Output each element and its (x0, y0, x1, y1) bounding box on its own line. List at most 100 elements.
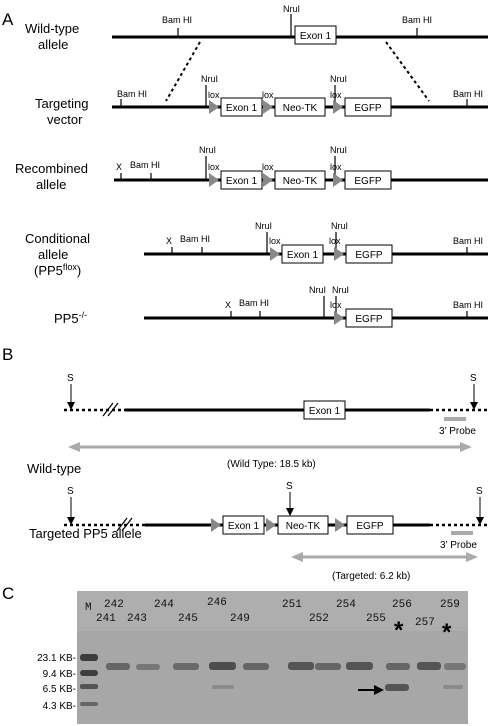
loxp-site (334, 311, 344, 325)
nrui-label: NruI (201, 74, 218, 84)
row-label: allele (38, 247, 68, 262)
bamhi-label: Bam HI (130, 160, 160, 170)
wt-band (173, 663, 199, 670)
lox-label: lox (269, 236, 281, 246)
exon1-box (222, 515, 265, 535)
lane-labels-bottom: 241 243 245 249 252 255 257 (96, 613, 435, 629)
nrui-label: NruI (199, 145, 216, 155)
size-label: 6.5 KB- (43, 684, 76, 695)
targeted-band (212, 685, 234, 689)
sac-arrowhead (67, 402, 75, 410)
asterisk-mark: * (394, 617, 404, 644)
row-label: allele (36, 177, 66, 192)
marker-lane-label: M (85, 602, 92, 614)
size-labels: 23.1 KB- 9.4 KB- 6.5 KB- 4.3 KB- (37, 653, 76, 712)
targeted-label: Targeted PP5 allele (29, 526, 142, 541)
targeted-size-label: (Targeted: 6.2 kb) (332, 571, 410, 582)
x-label: X (116, 162, 122, 172)
break-mark (102, 402, 114, 417)
null-allele-row: PP5-/- X Bam HI NruI NruI lox EGFP Bam H… (54, 285, 488, 328)
sac-site-label: S (286, 481, 293, 492)
wild-type-southern-map: S Exon 1 S 3’ Probe (Wild Type: 18.5 kb)… (27, 373, 490, 476)
probe-label: 3’ Probe (440, 540, 477, 551)
loxp-site (335, 518, 345, 532)
sac-arrowhead (476, 517, 484, 525)
marker-band (80, 702, 98, 706)
lane-label: 252 (309, 613, 329, 625)
wt-band (209, 662, 236, 670)
lane-label: 255 (366, 613, 386, 625)
marker-band (80, 654, 98, 661)
egfp-box (345, 308, 393, 328)
span-arrowhead (466, 552, 478, 562)
wt-band (444, 663, 466, 670)
bamhi-label: Bam HI (180, 234, 210, 244)
targeting-vector-row: Targeting vector Bam HI NruI lox Exon 1 … (35, 74, 488, 127)
break-mark (107, 402, 119, 417)
wt-band (315, 663, 341, 670)
neo-tk-label: Neo-TK (283, 103, 318, 114)
sac-arrowhead (67, 517, 75, 525)
span-arrowhead (460, 442, 472, 452)
egfp-label: EGFP (356, 521, 384, 532)
egfp-box (344, 97, 392, 117)
loxp-site (334, 247, 344, 261)
nrui-label: NruI (330, 145, 347, 155)
wt-band (243, 663, 269, 670)
sac-site-label: S (67, 373, 74, 384)
sac-site-label: S (476, 486, 483, 497)
bamhi-label: Bam HI (453, 89, 483, 99)
panel-b-label: B (2, 345, 13, 364)
wild-type-size-label: (Wild Type: 18.5 kb) (227, 459, 316, 470)
nrui-label: NruI (331, 221, 348, 231)
nrui-label: NruI (309, 285, 326, 295)
lane-label: 251 (282, 599, 302, 611)
break-mark (116, 517, 128, 532)
homology-guide (385, 41, 430, 102)
exon1-label: Exon 1 (309, 406, 341, 417)
lane-label: 244 (154, 599, 174, 611)
lane-label: 257 (415, 617, 435, 629)
egfp-box (345, 244, 393, 264)
exon1-box (220, 170, 263, 190)
lox-label: lox (329, 236, 341, 246)
blot-glare (77, 591, 468, 631)
egfp-label: EGFP (354, 103, 382, 114)
nrui-label: NruI (283, 4, 300, 14)
lane-label: 259 (440, 599, 460, 611)
targeted-band (385, 684, 409, 691)
sac-arrowhead (286, 508, 294, 516)
southern-blot: M 242 244 246 251 254 256 259 241 243 24… (77, 591, 468, 724)
lane-label: 241 (96, 613, 116, 625)
wild-type-label: Wild-type (27, 461, 81, 476)
exon1-box (220, 97, 263, 117)
row-label: PP5-/- (54, 310, 87, 326)
wt-band (386, 663, 410, 670)
lane-label: 254 (336, 599, 356, 611)
neo-tk-label: Neo-TK (286, 521, 321, 532)
bamhi-label: Bam HI (239, 298, 269, 308)
size-label: 4.3 KB- (43, 701, 76, 712)
exon1-box (281, 244, 324, 264)
span-arrowhead (68, 442, 80, 452)
lane-label: 243 (127, 613, 147, 625)
size-label: 23.1 KB- (37, 653, 76, 664)
sac-arrowhead (470, 402, 478, 410)
loxp-site (270, 247, 280, 261)
wild-type-bands (106, 662, 466, 670)
row-label: (PP5flox) (34, 262, 81, 278)
wt-band (136, 664, 160, 670)
exon1-label: Exon 1 (228, 521, 260, 532)
row-label: Recombined (15, 161, 88, 176)
panel-c-label: C (2, 584, 14, 603)
targeted-southern-map: S Exon 1 Neo-TK S EGFP S 3’ Probe Target… (29, 481, 490, 582)
bamhi-label: Bam HI (453, 300, 483, 310)
loxp-site (333, 173, 343, 187)
break-mark (121, 517, 133, 532)
bamhi-label: Bam HI (117, 89, 147, 99)
panel-a-label: A (2, 10, 14, 29)
probe-label: 3’ Probe (439, 426, 476, 437)
row-label: allele (38, 37, 68, 52)
sac-site-label: S (67, 486, 74, 497)
